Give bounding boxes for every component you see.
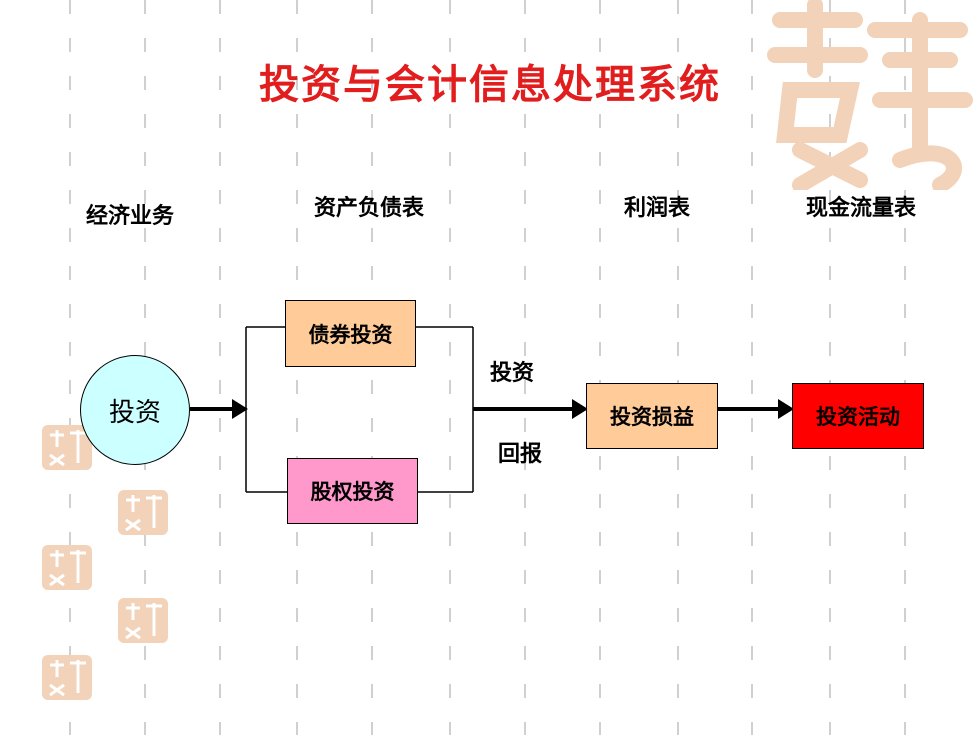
node-bond-investment: 债券投资	[285, 300, 416, 367]
node-investment-gain-loss: 投资损益	[586, 383, 718, 449]
column-header-cash-flow-statement: 现金流量表	[806, 196, 917, 221]
edge-label-investment: 投资	[490, 361, 535, 386]
decorative-seal-small	[118, 598, 168, 643]
column-header-income-statement: 利润表	[624, 196, 691, 221]
arrowhead	[778, 399, 794, 419]
decorative-seal-small	[42, 425, 92, 470]
edge-label-return: 回报	[498, 442, 543, 467]
decorative-seal-small	[42, 545, 92, 590]
page-title: 投资与会计信息处理系统	[259, 61, 721, 108]
node-investment-activities: 投资活动	[792, 383, 924, 449]
node-equity-investment: 股权投资	[287, 458, 418, 524]
decorative-seal-small	[118, 490, 168, 535]
decorative-seal-small	[42, 655, 92, 700]
arrowhead	[232, 399, 248, 419]
column-header-economic-business: 经济业务	[86, 204, 175, 229]
column-header-balance-sheet: 资产负债表	[314, 196, 425, 221]
node-investment-circle: 投资	[80, 355, 190, 465]
decorative-seal-large	[767, 0, 973, 190]
arrowhead	[572, 399, 588, 419]
